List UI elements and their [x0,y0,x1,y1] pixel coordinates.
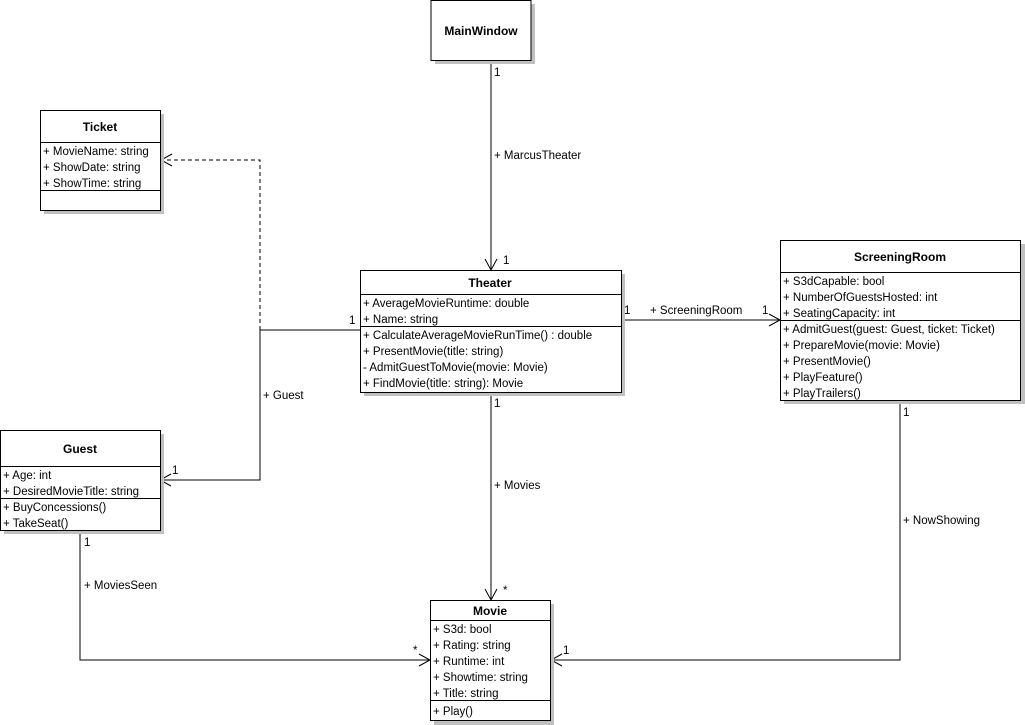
class-guest[interactable]: Guest + Age: int + DesiredMovieTitle: st… [0,430,165,535]
association-mainwindow-theater[interactable]: 1 + MarcusTheater 1 [484,63,581,272]
role-label: + NowShowing [903,515,980,527]
attribute: + MovieName: string [43,146,149,158]
operation: + PrepareMovie(movie: Movie) [783,340,940,352]
operation: + BuyConcessions() [3,502,106,514]
operation: + TakeSeat() [3,518,68,530]
class-screeningroom[interactable]: ScreeningRoom + S3dCapable: bool + Numbe… [780,240,1025,405]
role-label: + MarcusTheater [494,150,581,162]
operation: + FindMovie(title: string): Movie [363,378,523,390]
source-multiplicity: 1 [349,315,355,327]
operation: + Play() [433,706,473,718]
attribute: + Runtime: int [433,656,505,668]
target-multiplicity: 1 [503,255,509,267]
association-line [79,530,430,661]
class-name: ScreeningRoom [854,250,946,264]
role-label: + Movies [494,480,541,492]
attribute: + SeatingCapacity: int [783,308,896,320]
source-multiplicity: 1 [494,398,500,410]
attribute: + AverageMovieRuntime: double [363,298,529,310]
operation: + PresentMovie() [783,356,871,368]
association-theater-guest[interactable]: 1 + Guest 1 [158,315,360,487]
association-theater-movie[interactable]: 1 + Movies * [484,392,541,602]
dependency-line [161,159,261,330]
class-theater[interactable]: Theater + AverageMovieRuntime: double + … [360,270,626,397]
association-screeningroom-movie[interactable]: 1 + NowShowing 1 [549,400,980,667]
class-name: Movie [473,604,507,618]
operation: + PlayTrailers() [783,388,861,400]
operation: + PresentMovie(title: string) [363,346,503,358]
attribute: + Age: int [3,470,52,482]
role-label: + MoviesSeen [84,580,157,592]
target-multiplicity: 1 [563,645,569,657]
class-ticket[interactable]: Ticket + MovieName: string + ShowDate: s… [40,110,165,215]
association-guest-movie[interactable]: 1 + MoviesSeen * [79,530,432,667]
operation: - AdmitGuestToMovie(movie: Movie) [363,362,548,374]
role-label: + Guest [263,390,304,402]
attribute: + DesiredMovieTitle: string [3,486,139,498]
attribute: + Title: string [433,688,499,700]
attribute: + Rating: string [433,640,511,652]
source-multiplicity: 1 [84,537,90,549]
attribute: + NumberOfGuestsHosted: int [783,292,938,304]
class-movie[interactable]: Movie + S3d: bool + Rating: string + Run… [430,600,555,725]
attribute: + S3d: bool [433,624,492,636]
class-name: Guest [63,442,97,456]
attribute: + ShowDate: string [43,162,140,174]
target-multiplicity: 1 [172,465,178,477]
attribute: + Showtime: string [433,672,528,684]
target-multiplicity: * [503,585,508,597]
class-name: Theater [468,276,512,290]
source-multiplicity: 1 [494,67,500,79]
class-name: MainWindow [444,24,518,38]
operation: + AdmitGuest(guest: Guest, ticket: Ticke… [783,324,995,336]
source-multiplicity: 1 [624,305,630,317]
dependency-guest-ticket[interactable] [159,153,261,330]
attribute: + ShowTime: string [43,178,141,190]
class-mainwindow[interactable]: MainWindow [430,0,535,65]
role-label: + ScreeningRoom [650,305,742,317]
target-multiplicity: 1 [762,305,768,317]
association-line [551,400,901,661]
attribute: + S3dCapable: bool [783,276,884,288]
association-theater-screeningroom[interactable]: 1 + ScreeningRoom 1 [621,305,782,327]
association-line [160,329,360,481]
operation: + CalculateAverageMovieRunTime() : doubl… [363,330,592,342]
attribute: + Name: string [363,314,438,326]
source-multiplicity: 1 [903,407,909,419]
class-name: Ticket [83,120,117,134]
target-multiplicity: * [413,645,418,657]
operation: + PlayFeature() [783,372,863,384]
